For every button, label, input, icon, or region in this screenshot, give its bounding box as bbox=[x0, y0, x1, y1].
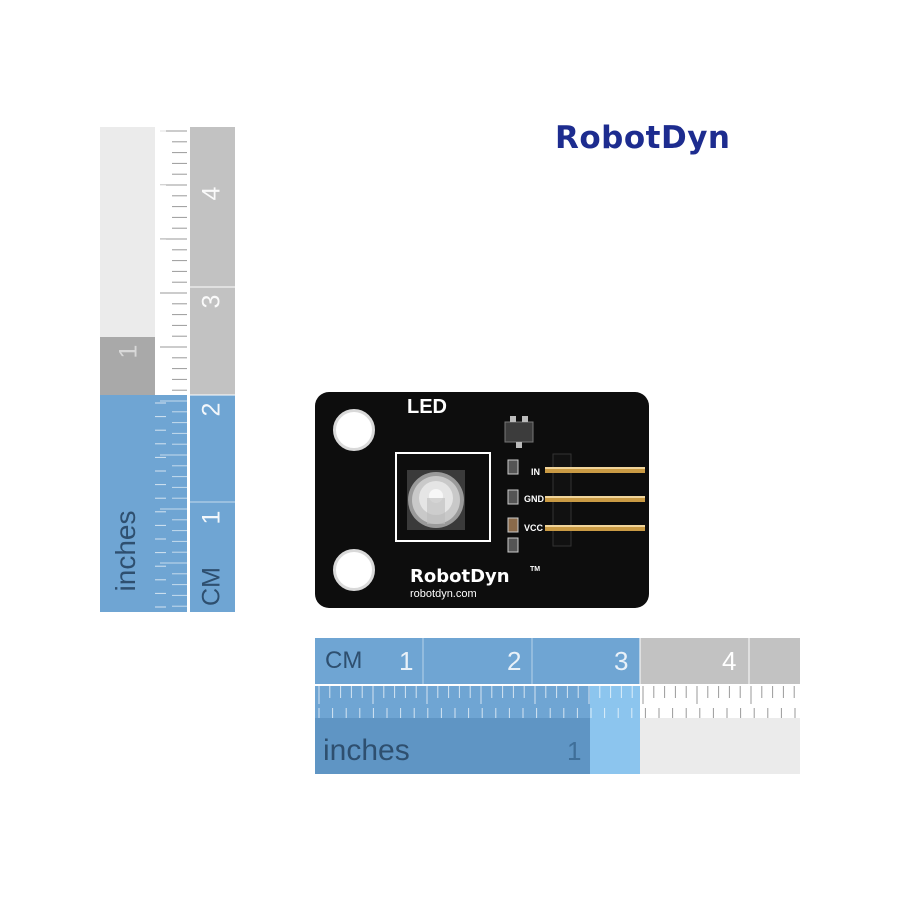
board-brand: RobotDyn bbox=[410, 566, 510, 587]
pin-label-gnd: GND bbox=[524, 494, 544, 504]
horizontal-ruler: CM 1 2 3 4 inches 1 bbox=[315, 638, 800, 774]
h-cm-number-3: 3 bbox=[614, 646, 629, 676]
vertical-ruler: 1 1 2 3 4 bbox=[100, 127, 235, 612]
h-inch-number-1: 1 bbox=[567, 736, 582, 766]
h-cm-number-1: 1 bbox=[399, 646, 414, 676]
resistor bbox=[507, 459, 519, 475]
cm-number-2: 2 bbox=[197, 402, 226, 417]
resistor bbox=[507, 537, 519, 553]
transistor bbox=[504, 416, 534, 448]
pin-label-vcc: VCC bbox=[524, 523, 544, 533]
horizontal-inches-label: inches bbox=[323, 734, 410, 767]
robotdyn-logo: RobotDyn bbox=[555, 120, 731, 156]
board-components bbox=[407, 416, 645, 553]
pin-label-in: IN bbox=[531, 467, 540, 477]
led-frame bbox=[395, 452, 491, 542]
vertical-cm-label: CM bbox=[197, 567, 226, 606]
cm-number-4: 4 bbox=[197, 186, 226, 201]
board-title: LED bbox=[407, 396, 447, 418]
led-lens bbox=[407, 470, 465, 530]
inch-number-1: 1 bbox=[114, 344, 143, 359]
vertical-ruler-graphic bbox=[100, 127, 235, 612]
resistor bbox=[507, 517, 519, 533]
horizontal-ruler-graphic bbox=[315, 638, 800, 774]
vertical-inches-label: inches bbox=[110, 510, 141, 592]
mounting-hole-top bbox=[333, 409, 375, 451]
h-cm-number-2: 2 bbox=[507, 646, 522, 676]
horizontal-cm-label: CM bbox=[325, 647, 363, 674]
board-url: robotdyn.com bbox=[410, 588, 477, 600]
h-cm-number-4: 4 bbox=[722, 646, 737, 676]
pin-header bbox=[545, 453, 645, 547]
resistor bbox=[507, 489, 519, 505]
cm-number-3: 3 bbox=[197, 294, 226, 309]
cm-number-1: 1 bbox=[197, 510, 226, 525]
mounting-hole-bottom bbox=[333, 549, 375, 591]
board-trademark: TM bbox=[530, 566, 541, 573]
